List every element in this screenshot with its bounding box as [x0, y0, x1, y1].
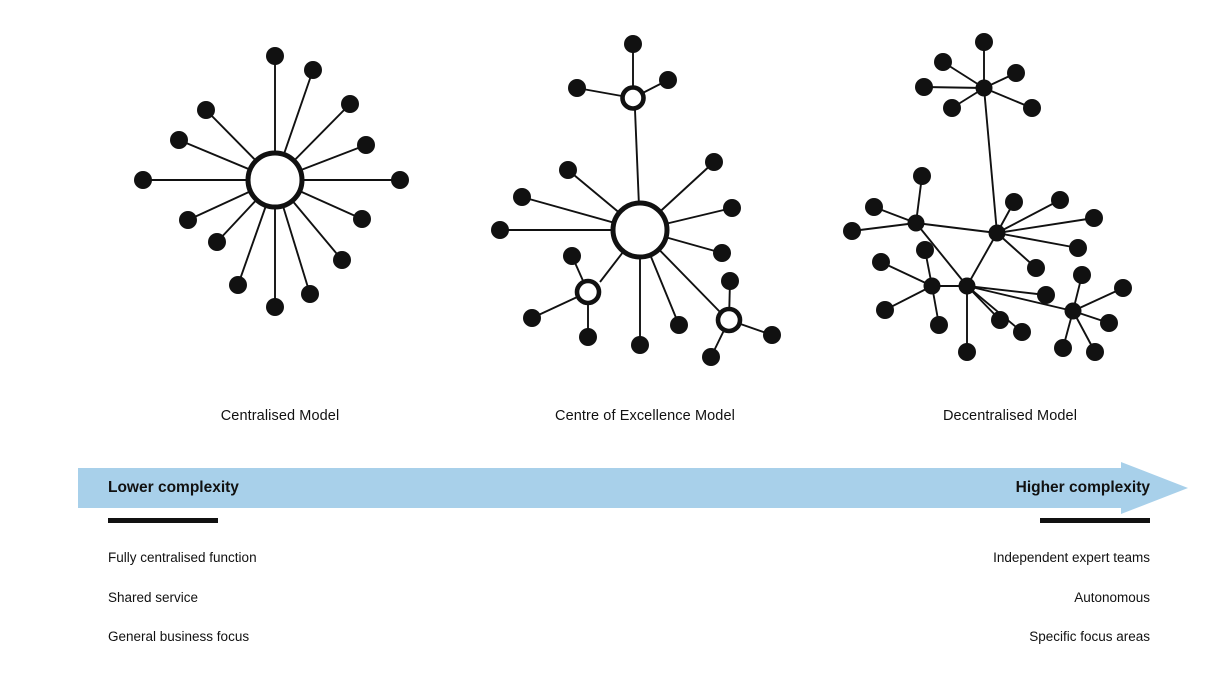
- centralised-network-svg: [134, 47, 409, 316]
- coe-network-svg: [491, 35, 781, 366]
- decentralised-hub-bottom-left: [923, 277, 941, 295]
- attributes-right-rule: [1040, 518, 1150, 523]
- coe-sub-hub-bottom-left: [574, 278, 602, 306]
- decentralised-leaf-nodes: [843, 33, 1132, 361]
- coe-sub-hubs: [574, 85, 743, 334]
- complexity-arrow-banner: [78, 462, 1188, 514]
- diagram-decentralised-model: [830, 30, 1190, 400]
- decentralised-hub-top: [975, 79, 993, 97]
- caption-centralised-model: Centralised Model: [220, 408, 340, 424]
- decentralised-network-svg: [843, 33, 1132, 361]
- attributes-left-rule: [108, 518, 218, 523]
- coe-leaf-nodes: [491, 35, 781, 366]
- attribute-item: General business focus: [108, 629, 250, 644]
- attributes-right-column: Independent expert teams Autonomous Spec…: [820, 518, 1150, 644]
- arrow-label-higher-complexity: Higher complexity: [1015, 479, 1150, 496]
- decentralised-hub-centre-right: [988, 224, 1006, 242]
- coe-central-hub: [610, 200, 670, 260]
- attribute-item: Shared service: [108, 589, 199, 605]
- centralised-leaf-nodes: [134, 47, 409, 316]
- attribute-item: Autonomous: [1074, 589, 1150, 605]
- coe-sub-hub-top: [620, 85, 646, 111]
- attribute-item: Specific focus areas: [1029, 629, 1150, 644]
- decentralised-hubs: [907, 79, 1082, 320]
- caption-centre-of-excellence-model: Centre of Excellence Model: [555, 408, 735, 424]
- coe-sub-hub-bottom-right: [715, 306, 743, 334]
- decentralised-hub-centre-left: [907, 214, 925, 232]
- diagram-centre-of-excellence-model: [480, 30, 810, 400]
- diagram-centralised-model: [110, 30, 450, 400]
- attributes-left-column: Fully centralised function Shared servic…: [108, 518, 438, 644]
- arrow-label-lower-complexity: Lower complexity: [108, 479, 239, 496]
- decentralised-hub-centre-bottom: [958, 277, 976, 295]
- centralised-central-hub: [245, 150, 305, 210]
- network-diagrams-row: [110, 30, 1190, 400]
- attribute-item: Fully centralised function: [108, 550, 257, 565]
- arrow-polygon: [78, 462, 1188, 514]
- caption-decentralised-model: Decentralised Model: [942, 408, 1078, 424]
- complexity-arrow-shape: [78, 462, 1188, 514]
- attribute-item: Independent expert teams: [993, 550, 1150, 565]
- decentralised-hub-bottom-right: [1064, 302, 1082, 320]
